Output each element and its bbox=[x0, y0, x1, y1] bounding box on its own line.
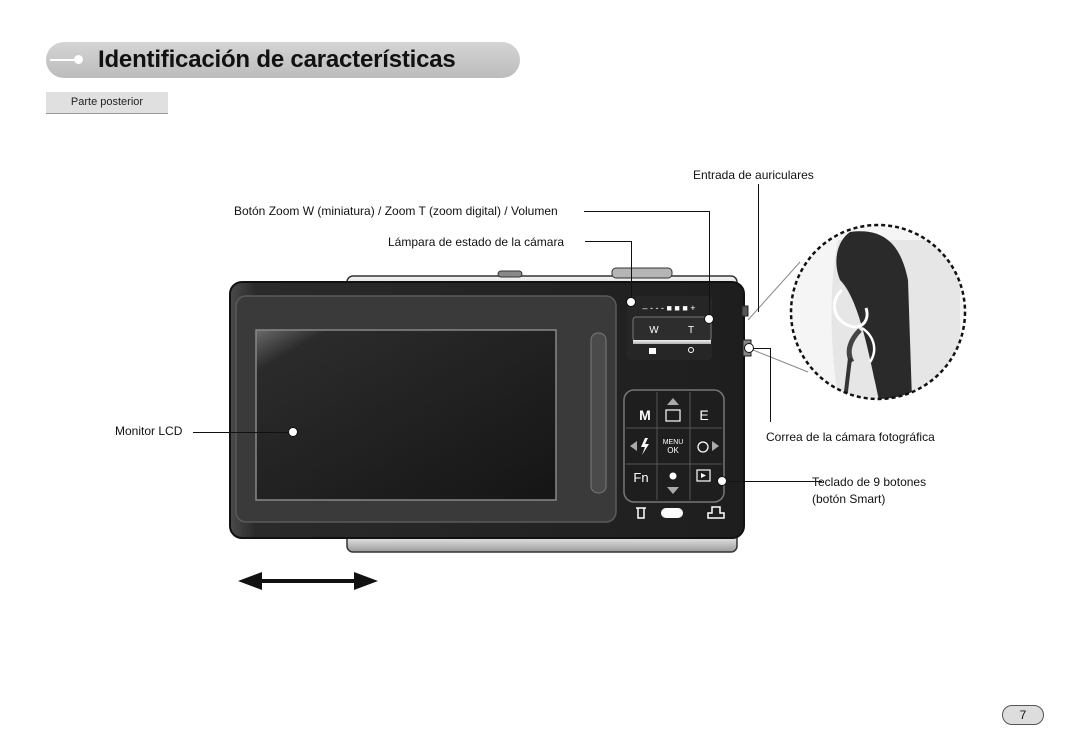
keypad-left-arrow bbox=[630, 441, 637, 451]
section-tab: Parte posterior bbox=[46, 92, 168, 114]
strap-detail bbox=[831, 231, 960, 399]
keypad-down-arrow bbox=[667, 487, 679, 494]
page-number: 7 bbox=[1002, 705, 1044, 725]
key-m-label: M bbox=[639, 407, 651, 423]
trash-icon bbox=[636, 507, 646, 519]
detail-circle-outline bbox=[789, 223, 967, 401]
lcd-leader-line bbox=[193, 432, 289, 433]
keypad-label-line2: (botón Smart) bbox=[812, 492, 886, 506]
printer-icon bbox=[707, 506, 725, 519]
lcd-monitor-label: Monitor LCD bbox=[115, 424, 183, 438]
slide-arrow-left-head bbox=[238, 572, 262, 590]
strap-callout-marker bbox=[744, 343, 754, 353]
lamp-leader-h bbox=[585, 241, 632, 242]
key-ok-label: OK bbox=[667, 446, 679, 455]
shutter-button bbox=[611, 267, 673, 279]
key-fn-label: Fn bbox=[633, 470, 648, 485]
header-decoration-dot bbox=[74, 55, 83, 64]
slide-arrow-right-head bbox=[354, 572, 378, 590]
zoom-t-label: T bbox=[688, 325, 694, 336]
zoom-leader-h bbox=[584, 211, 710, 212]
macro-icon bbox=[669, 472, 677, 480]
key-menu-label: MENU bbox=[663, 439, 684, 446]
magnifier-icon bbox=[688, 347, 694, 353]
keypad-label-line1: Teclado de 9 botones bbox=[812, 475, 927, 489]
keypad bbox=[623, 389, 725, 503]
flash-icon bbox=[641, 438, 649, 455]
lamp-callout-marker bbox=[626, 297, 636, 307]
strap-leader-v bbox=[770, 348, 771, 422]
keypad-up-arrow bbox=[667, 398, 679, 405]
lamp-leader-v bbox=[631, 241, 632, 298]
status-lamp-label: Lámpara de estado de la cámara bbox=[388, 235, 565, 249]
key-e-label: E bbox=[699, 407, 708, 423]
headphone-leader-line bbox=[758, 184, 759, 312]
power-button bbox=[497, 270, 523, 278]
headphone-port bbox=[741, 305, 749, 317]
strap-leader-h bbox=[751, 348, 771, 349]
thumbnail-icon bbox=[649, 348, 656, 354]
self-timer-icon bbox=[697, 441, 709, 453]
play-pause-icon bbox=[661, 508, 683, 518]
zoom-callout-marker bbox=[704, 314, 714, 324]
lcd-monitor bbox=[255, 329, 557, 501]
play-mode-icon bbox=[696, 469, 711, 482]
headphone-input-label: Entrada de auriculares bbox=[693, 168, 814, 182]
volume-scale: – - - - ■ ■ ■ + bbox=[642, 303, 695, 313]
header-decoration-line bbox=[50, 59, 76, 61]
display-icon bbox=[665, 409, 681, 422]
zoom-rocker bbox=[632, 316, 712, 342]
side-groove bbox=[590, 332, 607, 494]
lcd-callout-marker bbox=[288, 427, 298, 437]
keypad-callout-marker bbox=[717, 476, 727, 486]
zoom-leader-v bbox=[709, 211, 710, 315]
keypad-right-arrow bbox=[712, 441, 719, 451]
page-title: Identificación de características bbox=[98, 46, 456, 73]
zoom-w-label: W bbox=[649, 325, 659, 336]
header-bar bbox=[46, 42, 520, 78]
keypad-leader-line bbox=[729, 481, 822, 482]
strap-label: Correa de la cámara fotográfica bbox=[766, 430, 935, 444]
zoom-silver-strip bbox=[633, 340, 711, 344]
zoom-button-label: Botón Zoom W (miniatura) / Zoom T (zoom … bbox=[234, 204, 558, 218]
